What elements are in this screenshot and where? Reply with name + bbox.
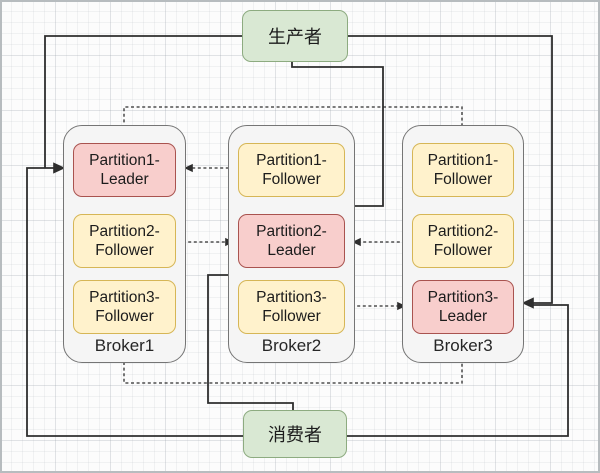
partition-label-line2: Follower	[262, 308, 321, 325]
broker1-partition2-follower[interactable]: Partition2- Follower	[73, 214, 176, 268]
partition-label-line1: Partition2-	[89, 223, 160, 240]
consumer-label: 消费者	[268, 425, 322, 445]
broker1-partition3-follower[interactable]: Partition3- Follower	[73, 280, 176, 334]
broker3-partition1-follower[interactable]: Partition1- Follower	[412, 143, 514, 197]
producer-label: 生产者	[268, 27, 322, 47]
broker2-partition1-follower[interactable]: Partition1- Follower	[238, 143, 345, 197]
broker3-partition3-leader[interactable]: Partition3- Leader	[412, 280, 514, 334]
partition-label-line1: Partition3-	[427, 289, 499, 306]
broker2-partition3-follower[interactable]: Partition3- Follower	[238, 280, 345, 334]
partition-label-line1: Partition2-	[427, 223, 499, 240]
partition-label-line2: Follower	[433, 242, 493, 259]
broker3-container: Partition1- Follower Partition2- Followe…	[402, 125, 524, 363]
broker3-label: Broker3	[433, 336, 493, 355]
partition-label-line1: Partition1-	[89, 152, 160, 169]
broker1-container: Partition1- Leader Partition2- Follower …	[63, 125, 186, 363]
broker2-container: Partition1- Follower Partition2- Leader …	[228, 125, 355, 363]
partition-label-line2: Leader	[438, 308, 488, 325]
broker3-partition2-follower[interactable]: Partition2- Follower	[412, 214, 514, 268]
broker1-label: Broker1	[94, 336, 155, 355]
broker2-label: Broker2	[261, 336, 322, 355]
partition-label-line1: Partition1-	[256, 152, 327, 169]
partition-label-line1: Partition3-	[256, 289, 327, 306]
partition-label-line2: Follower	[433, 171, 493, 188]
partition-label-line2: Leader	[100, 171, 149, 188]
partition-label-line2: Follower	[95, 242, 154, 259]
broker1-partition1-leader[interactable]: Partition1- Leader	[73, 143, 176, 197]
producer-node[interactable]: 生产者	[242, 10, 348, 62]
partition-label-line2: Leader	[267, 242, 316, 259]
partition-label-line2: Follower	[262, 171, 321, 188]
partition-label-line1: Partition2-	[256, 223, 327, 240]
consumer-node[interactable]: 消费者	[243, 410, 347, 458]
partition-label-line2: Follower	[95, 308, 154, 325]
broker2-partition2-leader[interactable]: Partition2- Leader	[238, 214, 345, 268]
partition-label-line1: Partition3-	[89, 289, 160, 306]
partition-label-line1: Partition1-	[427, 152, 499, 169]
